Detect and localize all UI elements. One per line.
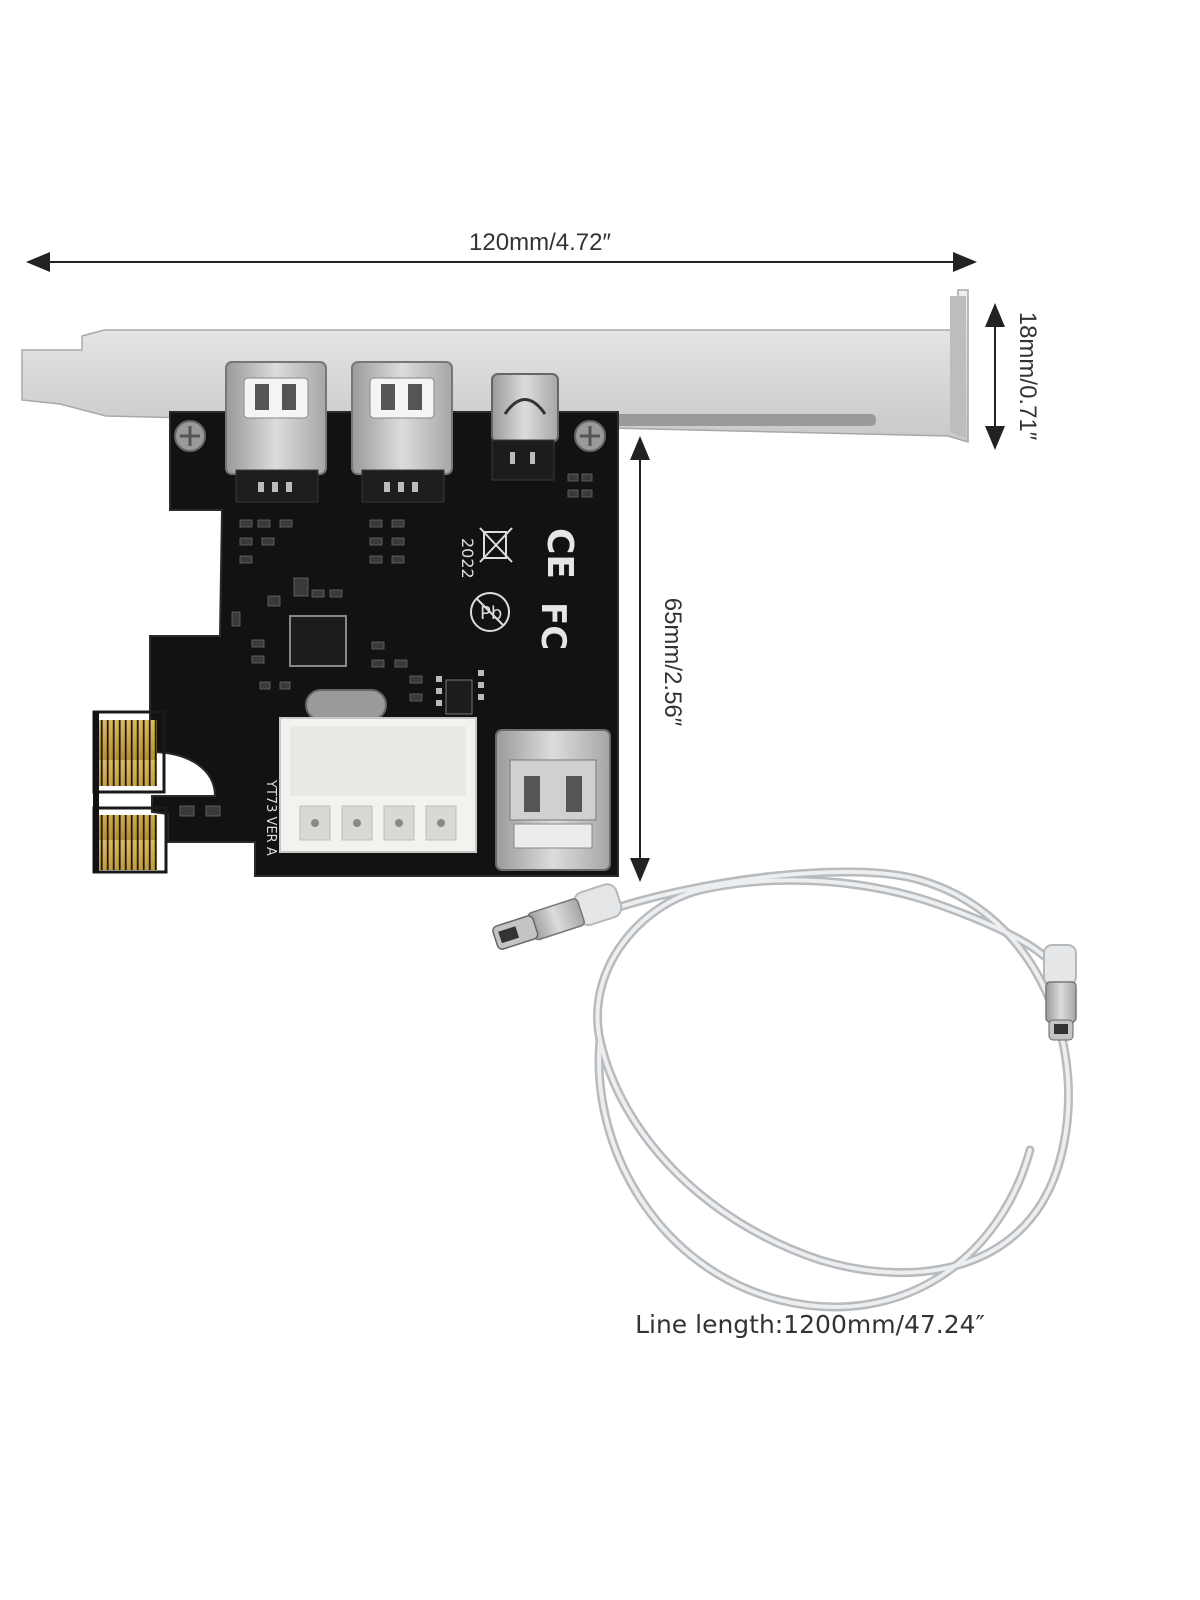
firewire-4pin-port <box>491 373 559 481</box>
year-marking: 2022 <box>458 538 477 579</box>
width-label: 120mm/4.72″ <box>469 229 611 256</box>
firewire-port-2 <box>351 361 453 503</box>
ce-mark: CE <box>539 528 580 579</box>
firewire-cable <box>593 867 1073 1312</box>
molex-power-connector <box>279 717 477 853</box>
pcie-card: 2022 CE Pb FC YT73 VER A <box>92 361 619 877</box>
internal-firewire-port <box>495 729 611 871</box>
version-marking: YT73 VER A <box>263 779 278 856</box>
bracket-height-dimension: 18mm/0.71″ <box>985 303 1041 450</box>
weee-bin-icon <box>479 527 513 563</box>
bracket-height-label: 18mm/0.71″ <box>1014 312 1041 441</box>
crystal-oscillator <box>305 689 387 721</box>
firewire-port-1 <box>225 361 327 503</box>
firewire-6pin-plug <box>492 883 623 950</box>
cable-length-caption: Line length:1200mm/47.24″ <box>635 1310 985 1339</box>
pb-free-icon: Pb <box>470 592 510 632</box>
fc-mark: FC <box>533 602 573 650</box>
pcie-gold-contacts <box>97 720 157 786</box>
card-height-label: 65mm/2.56″ <box>659 598 686 727</box>
controller-chip <box>289 615 347 667</box>
firewire-4pin-plug <box>1043 944 1077 1041</box>
width-dimension: 120mm/4.72″ <box>26 229 977 272</box>
card-height-dimension: 65mm/2.56″ <box>630 436 686 882</box>
